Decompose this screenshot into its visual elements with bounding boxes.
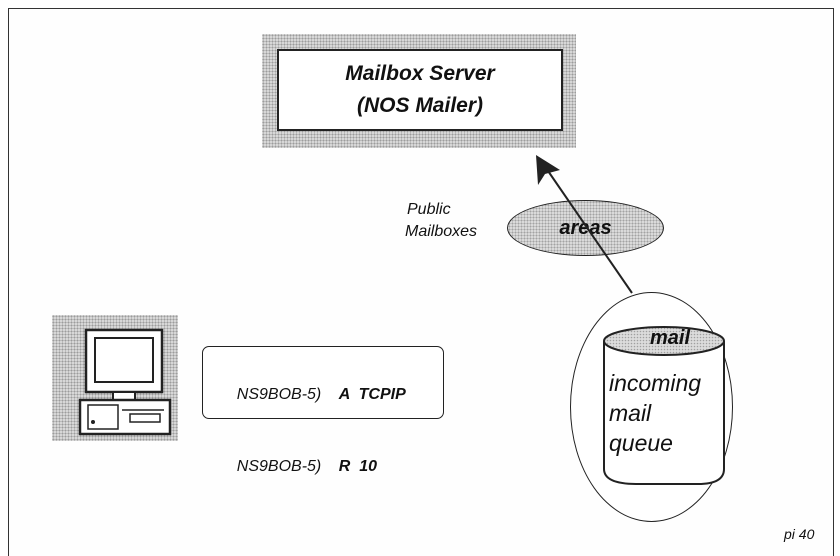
flow-arrow-icon	[536, 155, 633, 294]
mail-title: mail	[650, 327, 691, 349]
areas-label: areas	[559, 216, 612, 239]
server-subtitle: (NOS Mailer)	[356, 94, 484, 117]
mailbox-server-box: Mailbox Server (NOS Mailer)	[277, 49, 563, 131]
mail-cylinder-icon	[603, 326, 725, 485]
command-line: NS9BOB-5) R 10	[219, 431, 443, 503]
public-mailboxes-label: Public Mailboxes	[405, 199, 477, 243]
command-prompt: NS9BOB-5)	[236, 458, 322, 475]
command-prompt: NS9BOB-5)	[236, 386, 322, 403]
public-label-line1: Public	[407, 201, 451, 218]
areas-ellipse: areas	[507, 200, 664, 256]
computer-icon	[78, 328, 172, 436]
mail-queue-line2: mail	[609, 400, 652, 426]
mail-queue-line3: queue	[609, 430, 673, 456]
mail-queue-label: incoming mail queue	[609, 368, 719, 458]
mail-queue-line1: incoming	[609, 370, 702, 396]
command-line: NS9BOB-5) A TCPIP	[219, 359, 443, 431]
page-tag: pi 40	[784, 526, 815, 542]
public-label-line2: Mailboxes	[405, 223, 478, 240]
command-code: A TCPIP	[338, 386, 406, 403]
command-code: R 10	[338, 458, 378, 475]
server-title: Mailbox Server	[345, 62, 495, 85]
command-box: NS9BOB-5) A TCPIP NS9BOB-5) R 10	[202, 346, 444, 475]
